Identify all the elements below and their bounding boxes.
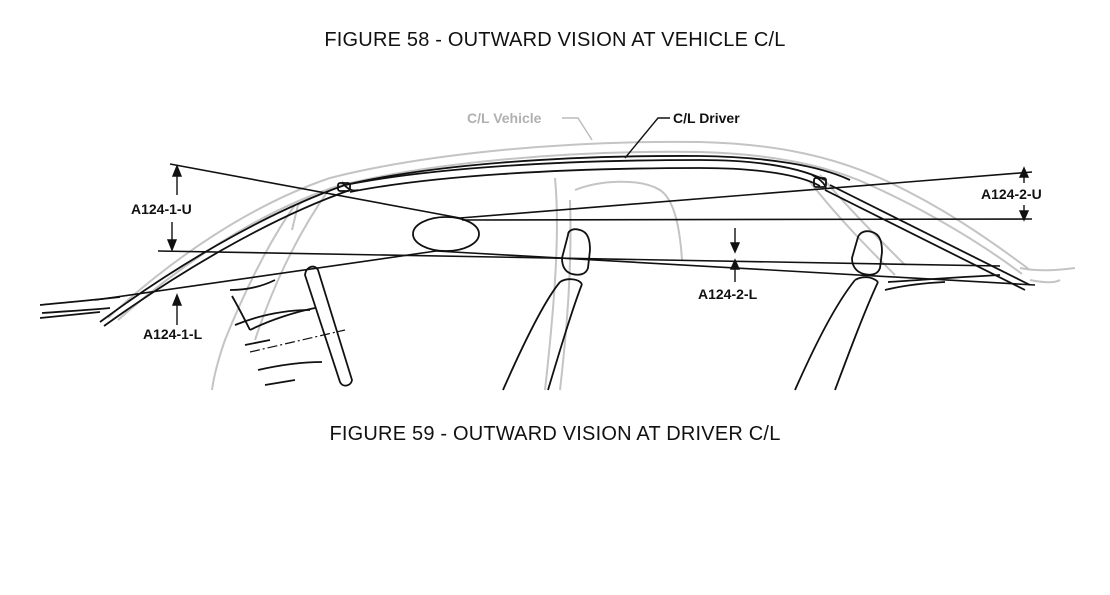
cl-driver-label: C/L Driver [673,110,740,126]
eyellipse [412,216,480,252]
a124-1-l-label: A124-1-L [143,326,203,342]
sight-lines [94,163,1036,301]
cl-driver-leader [624,117,670,159]
figure-59-caption: FIGURE 59 - OUTWARD VISION AT DRIVER C/L [329,423,781,445]
driver-cl-outline [39,155,1031,391]
a124-2-l-label: A124-2-L [698,286,758,302]
figure-58-caption: FIGURE 58 - OUTWARD VISION AT VEHICLE C/… [324,29,786,51]
a124-1-u-label: A124-1-U [131,201,192,217]
cl-vehicle-leader [562,117,593,141]
cl-vehicle-label: C/L Vehicle [467,110,542,126]
steering-centerline [249,329,346,353]
dimension-arrows [166,164,1030,325]
a124-2-u-label: A124-2-U [981,186,1042,202]
